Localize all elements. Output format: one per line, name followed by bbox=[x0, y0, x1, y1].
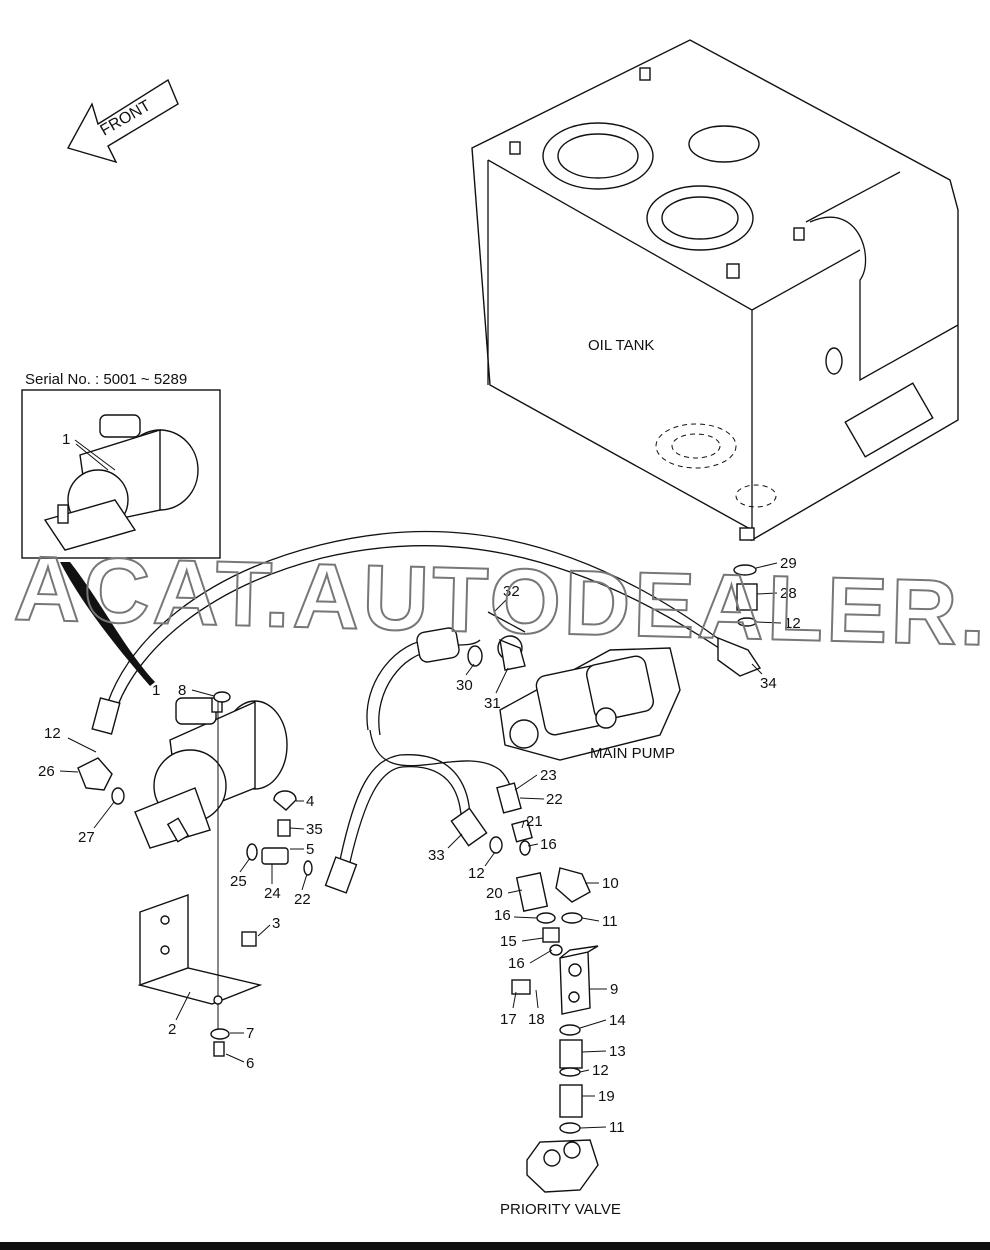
callout: 30 bbox=[456, 677, 473, 694]
bottom-border bbox=[0, 1242, 990, 1250]
callout: 26 bbox=[38, 763, 55, 780]
callout: 27 bbox=[78, 829, 95, 846]
main-pump: MAIN PUMP bbox=[497, 635, 681, 762]
hose-33 bbox=[324, 639, 488, 894]
bracket-2 bbox=[137, 700, 263, 1034]
callout: 11 bbox=[609, 1119, 625, 1136]
callout: 35 bbox=[306, 821, 323, 838]
callout: 17 bbox=[500, 1011, 517, 1028]
callout: 10 bbox=[602, 875, 619, 892]
callout: 15 bbox=[500, 933, 517, 950]
callout: 3 bbox=[272, 915, 280, 932]
front-arrow: FRONT bbox=[66, 78, 179, 164]
callout: 21 bbox=[526, 813, 543, 830]
callout: 4 bbox=[306, 793, 314, 810]
serial-label: Serial No. : 5001 ~ 5289 bbox=[25, 371, 187, 388]
callout: 12 bbox=[784, 615, 801, 632]
callout: 16 bbox=[540, 836, 557, 853]
callout: 9 bbox=[610, 981, 618, 998]
callout: 5 bbox=[306, 841, 314, 858]
callout: 34 bbox=[760, 675, 777, 692]
callouts: 1 1 2 3 4 5 6 7 8 9 10 11 11 12 12 12 12… bbox=[38, 431, 801, 1136]
callout: 16 bbox=[494, 907, 511, 924]
callout: 20 bbox=[486, 885, 503, 902]
callout: 19 bbox=[598, 1088, 615, 1105]
callout: 29 bbox=[780, 555, 797, 572]
watermark: ACAT.AUTODEALER.RU bbox=[13, 538, 990, 669]
oil-tank-label: OIL TANK bbox=[588, 337, 654, 354]
callout: 31 bbox=[484, 695, 501, 712]
callout: 14 bbox=[609, 1012, 626, 1029]
callout: 8 bbox=[178, 682, 186, 699]
callout: 16 bbox=[508, 955, 525, 972]
motor-assembly bbox=[134, 697, 288, 849]
callout: 7 bbox=[246, 1025, 254, 1042]
hose-23 bbox=[369, 627, 522, 814]
callout: 12 bbox=[592, 1062, 609, 1079]
small-fittings bbox=[77, 564, 758, 1134]
return-hose bbox=[91, 530, 762, 735]
callout: 33 bbox=[428, 847, 445, 864]
callout: 12 bbox=[44, 725, 61, 742]
bolt-32 bbox=[487, 611, 526, 633]
callout: 22 bbox=[294, 891, 311, 908]
callout: 11 bbox=[602, 913, 618, 930]
inset-pointer bbox=[60, 562, 155, 686]
oil-tank: OIL TANK bbox=[471, 39, 959, 542]
callout: 2 bbox=[168, 1021, 176, 1038]
callout: 1 bbox=[62, 431, 70, 448]
valve-stack: PRIORITY VALVE bbox=[500, 867, 621, 1218]
callout: 22 bbox=[546, 791, 563, 808]
callout: 32 bbox=[503, 583, 520, 600]
main-pump-label: MAIN PUMP bbox=[590, 745, 675, 762]
callout: 13 bbox=[609, 1043, 626, 1060]
serial-inset: Serial No. : 5001 ~ 5289 bbox=[21, 371, 221, 559]
callout: 25 bbox=[230, 873, 247, 890]
callout: 28 bbox=[780, 585, 797, 602]
callout: 23 bbox=[540, 767, 557, 784]
callout: 24 bbox=[264, 885, 281, 902]
callout: 1 bbox=[152, 682, 160, 699]
callout: 6 bbox=[246, 1055, 254, 1072]
priority-valve-label: PRIORITY VALVE bbox=[500, 1201, 621, 1218]
callout: 18 bbox=[528, 1011, 545, 1028]
callout: 12 bbox=[468, 865, 485, 882]
